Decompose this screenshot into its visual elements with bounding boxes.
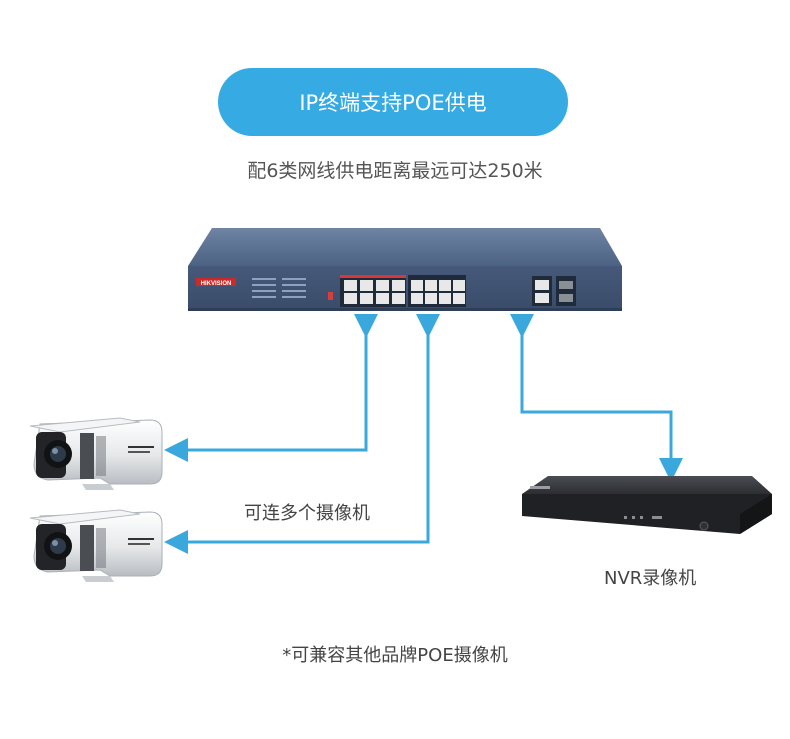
cameras-label: 可连多个摄像机: [244, 499, 370, 525]
poe-switch: HIKVISION: [188, 228, 622, 311]
nvr-label: NVR录像机: [604, 564, 696, 590]
bullet-camera-2: [30, 510, 162, 582]
arrow-switch-to-camera-1: [176, 326, 366, 450]
poe-ports-group-2: [408, 275, 466, 307]
arrow-switch-to-nvr: [522, 326, 671, 470]
dip-switch: [328, 292, 333, 300]
svg-text:HIKVISION: HIKVISION: [201, 281, 232, 287]
compatibility-note: *可兼容其他品牌POE摄像机: [0, 641, 790, 667]
bullet-camera-1: [30, 418, 162, 490]
poe-ports-group-1: [340, 275, 406, 307]
nvr-recorder: [522, 476, 772, 534]
brand-logo: HIKVISION: [196, 278, 236, 287]
